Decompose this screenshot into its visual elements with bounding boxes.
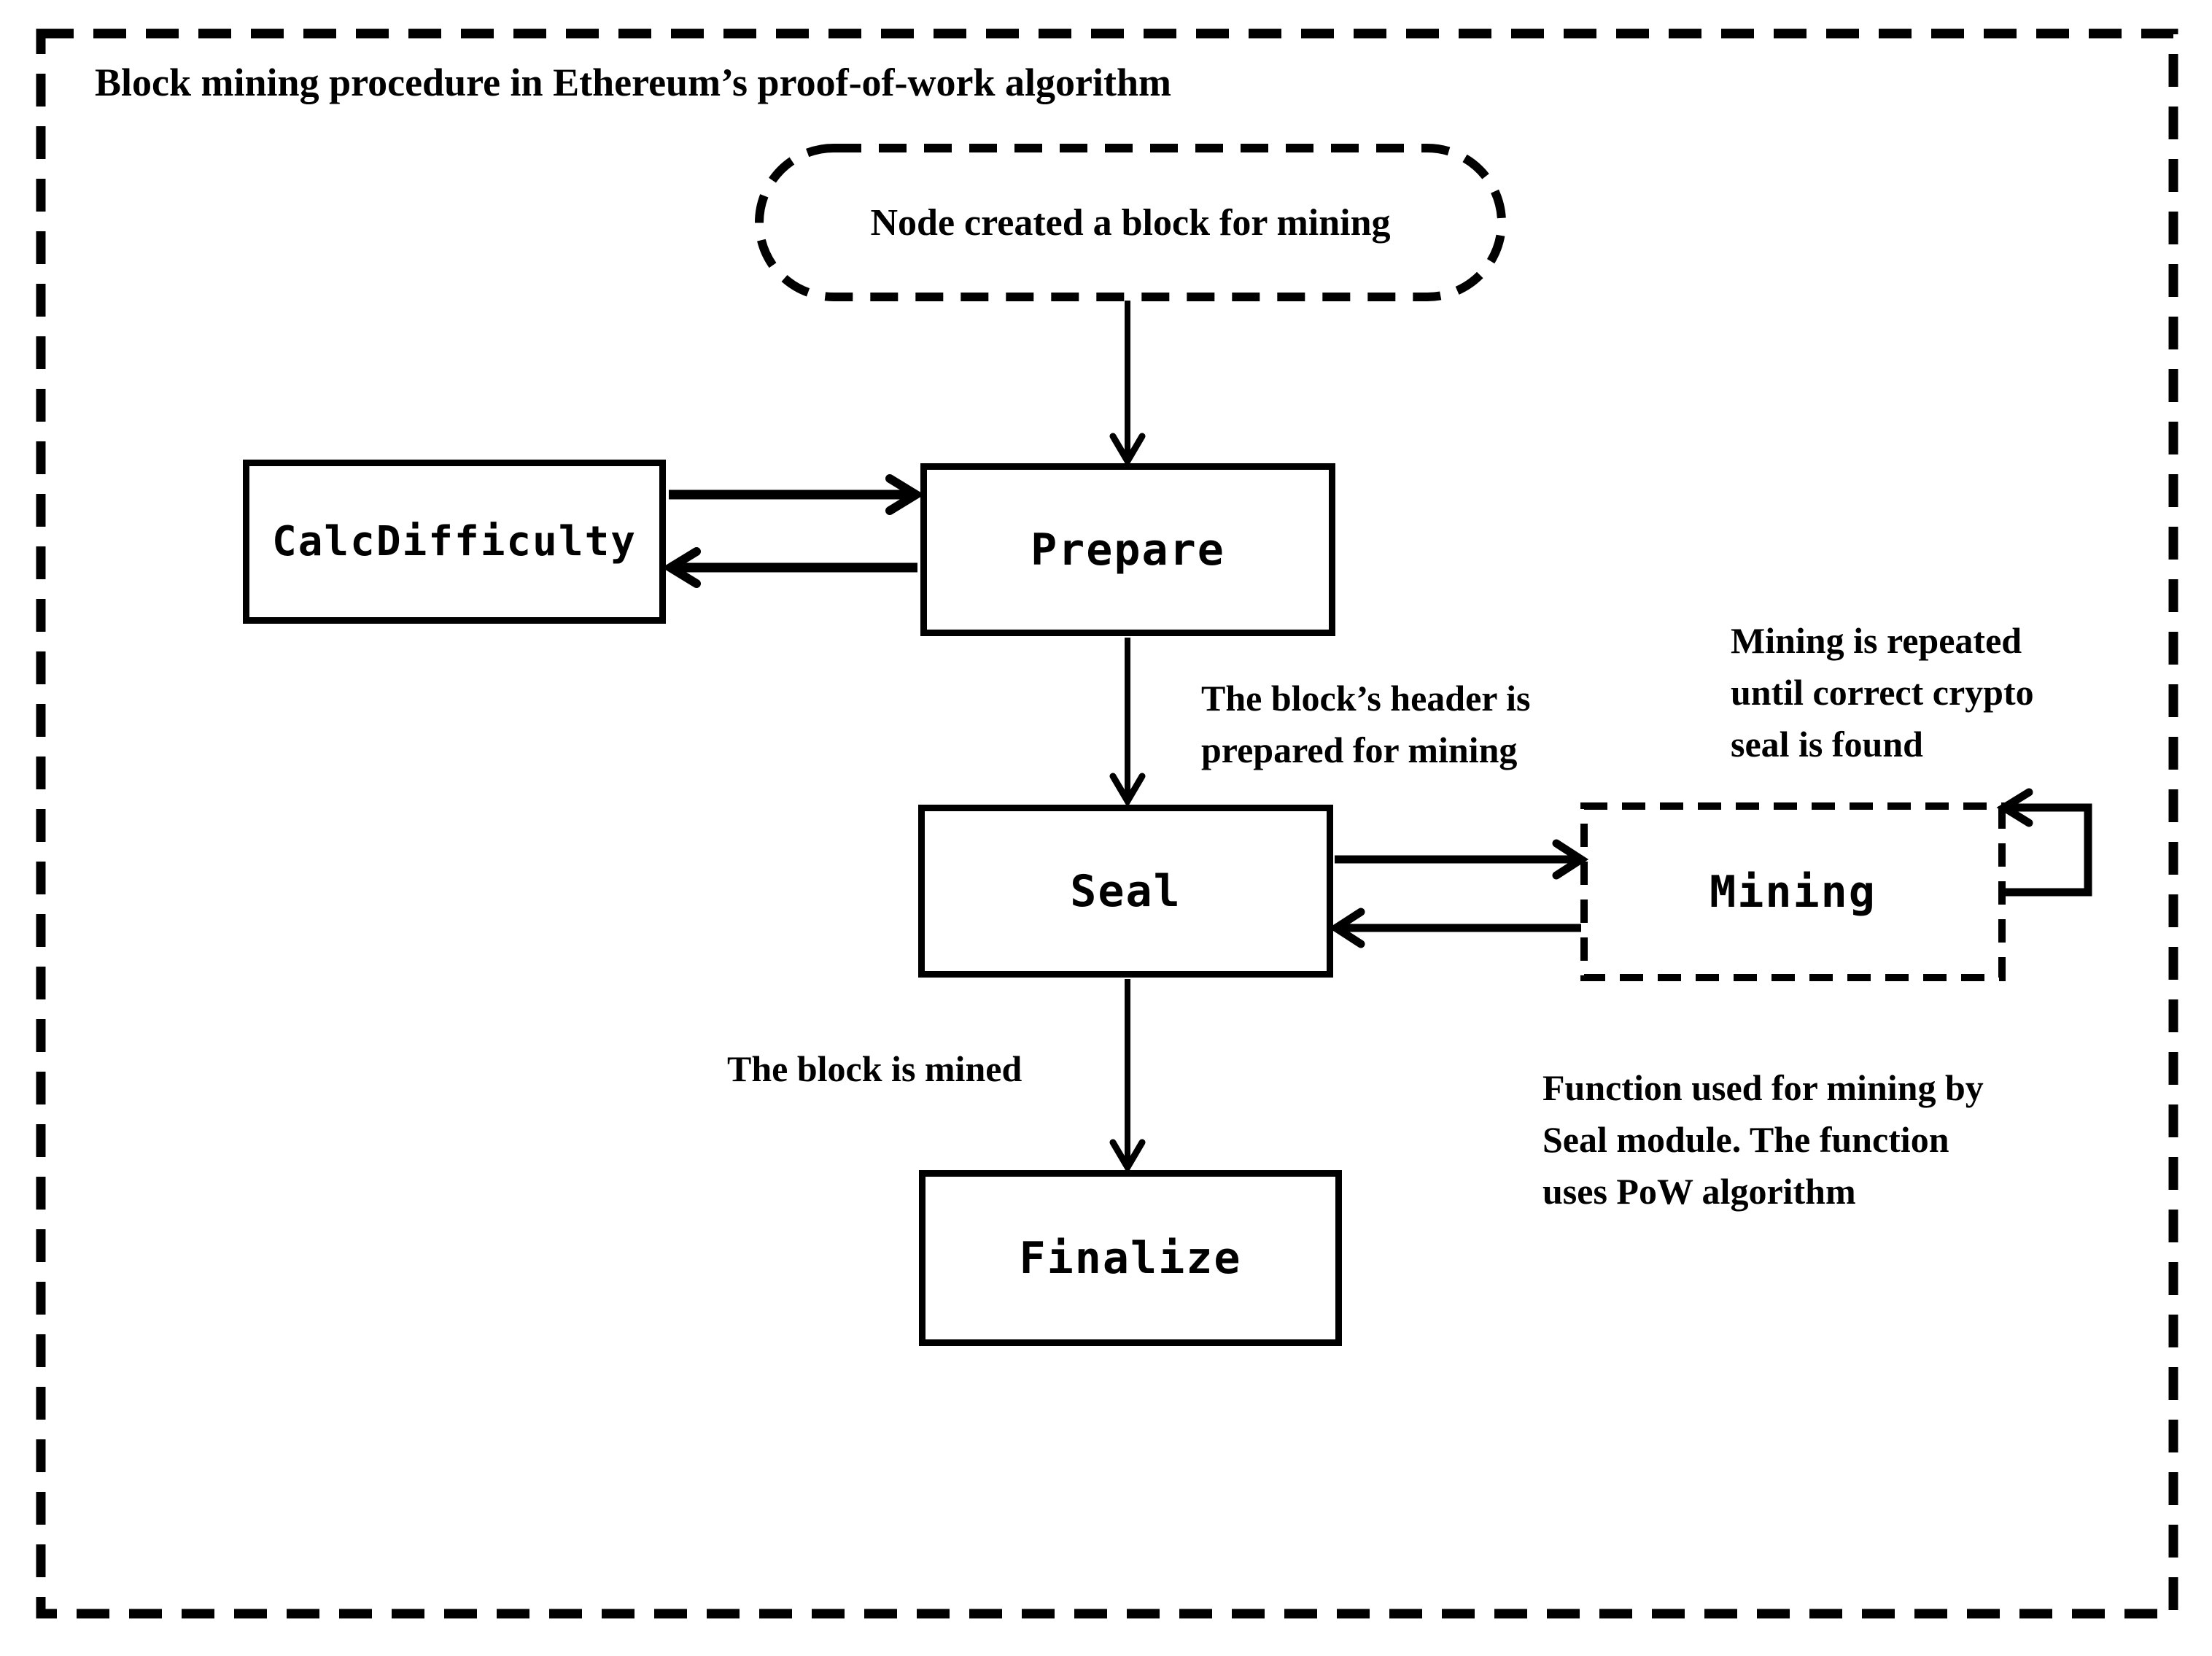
annotation-block-mined: The block is mined xyxy=(727,1048,1022,1089)
arrow-calc-to-prepare xyxy=(669,474,925,515)
start-node-outline xyxy=(755,144,1506,301)
arrow-prepare-to-calc xyxy=(661,547,917,588)
annotation-pow-function: Function used for mining by Seal module.… xyxy=(1542,1067,1984,1212)
annotation-header-prepared: The block’s header is prepared for minin… xyxy=(1201,678,1531,770)
finalize-box: Finalize xyxy=(919,1170,1342,1346)
calc-difficulty-box: CalcDifficulty xyxy=(243,460,666,624)
diagram-title: Block mining procedure in Ethereum’s pro… xyxy=(95,61,1171,104)
arrow-start-to-prepare xyxy=(1109,301,1146,468)
prepare-label: Prepare xyxy=(1031,524,1225,576)
start-node: Node created a block for mining xyxy=(759,148,1502,297)
seal-label: Seal xyxy=(1070,865,1181,917)
mining-label: Mining xyxy=(1710,866,1877,918)
outer-dashed-border xyxy=(36,28,2178,1619)
finalize-label: Finalize xyxy=(1019,1232,1242,1284)
start-node-label: Node created a block for mining xyxy=(870,201,1391,244)
mining-self-loop-arrow xyxy=(1996,788,2092,897)
prepare-box: Prepare xyxy=(920,463,1335,636)
arrow-mining-to-seal xyxy=(1328,908,1581,948)
annotation-mining-repeated: Mining is repeated until correct crypto … xyxy=(1731,620,2034,765)
arrow-seal-to-finalize xyxy=(1109,979,1146,1174)
mining-box: Mining xyxy=(1584,806,2002,978)
arrow-prepare-to-seal xyxy=(1109,638,1146,808)
seal-box: Seal xyxy=(918,805,1333,978)
calc-difficulty-label: CalcDifficulty xyxy=(271,518,637,565)
arrow-seal-to-mining xyxy=(1335,839,1589,880)
